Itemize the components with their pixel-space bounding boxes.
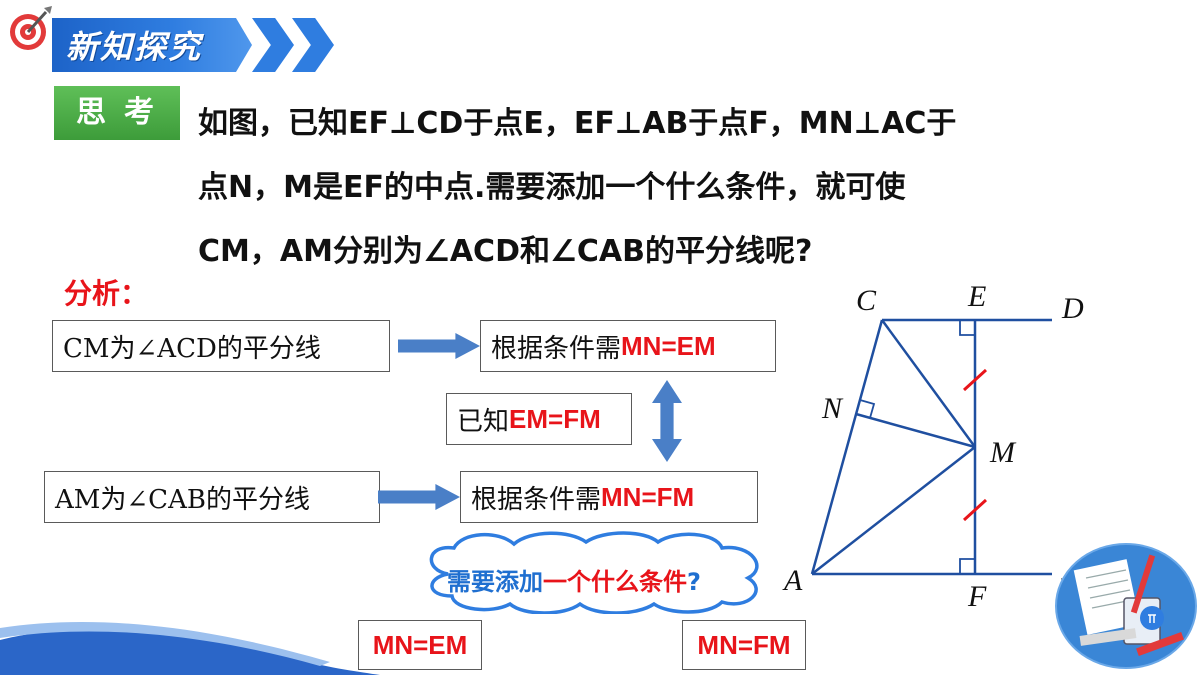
cloud-shape — [429, 531, 759, 614]
right-angle-n — [859, 399, 876, 419]
chevron-icon — [252, 18, 294, 72]
question-line-2: 点N，M是EF的中点.需要添加一个什么条件，就可使 — [198, 170, 906, 205]
known-value: EM=FM — [509, 403, 601, 434]
label-a: A — [784, 564, 803, 597]
cloud-text-part1: 需要添加 — [447, 568, 543, 596]
tick-fm — [962, 498, 988, 522]
segment-ca — [810, 319, 884, 575]
label-n: N — [822, 392, 843, 425]
cloud-question: 需要添加一个什么条件? — [447, 562, 701, 597]
segment-nm — [855, 412, 976, 449]
segment-cm — [880, 319, 977, 448]
analysis-label: 分析： — [64, 277, 149, 310]
cloud-text-part3: ? — [687, 568, 701, 596]
arrow-right-icon — [398, 333, 480, 359]
arrow-right-icon — [378, 484, 460, 510]
label-c: C — [856, 284, 877, 317]
think-badge: 思考 — [54, 86, 180, 140]
wave-decoration — [0, 621, 380, 675]
label-e: E — [968, 280, 987, 313]
cm-bisector-box: CM为∠ACD的平分线 — [52, 320, 390, 372]
label-f: F — [968, 580, 987, 613]
segment-am — [811, 446, 976, 575]
am-bisector-text: AM为∠CAB的平分线 — [55, 484, 310, 515]
right-angle-f — [959, 558, 975, 574]
math-illustration-icon — [1055, 543, 1197, 669]
need-bottom-value: MN=FM — [601, 481, 695, 512]
tick-em — [962, 368, 988, 392]
am-bisector-box: AM为∠CAB的平分线 — [44, 471, 380, 523]
label-m: M — [990, 436, 1015, 469]
answer-right: MN=FM — [682, 620, 806, 670]
answer-left: MN=EM — [358, 620, 482, 670]
need-prefix-text: 根据条件需 — [471, 484, 602, 515]
known-prefix-text: 已知 — [457, 406, 510, 437]
need-top-value: MN=EM — [621, 330, 716, 361]
page-title: 新知探究 — [66, 28, 203, 66]
chevron-icon — [292, 18, 334, 72]
question-line-1: 如图，已知EF⊥CD于点E，EF⊥AB于点F，MN⊥AC于 — [198, 106, 957, 141]
question-line-3: CM，AM分别为∠ACD和∠CAB的平分线呢? — [198, 234, 813, 269]
geometry-figure — [810, 318, 1052, 576]
target-icon — [10, 6, 52, 50]
need-prefix-text: 根据条件需 — [491, 333, 622, 364]
label-d: D — [1062, 292, 1084, 325]
cloud-text-part2: 一个什么条件 — [543, 568, 687, 596]
header-banner — [52, 18, 252, 72]
right-angle-e — [959, 320, 975, 336]
double-arrow-icon — [652, 380, 682, 462]
cm-bisector-text: CM为∠ACD的平分线 — [63, 333, 321, 364]
